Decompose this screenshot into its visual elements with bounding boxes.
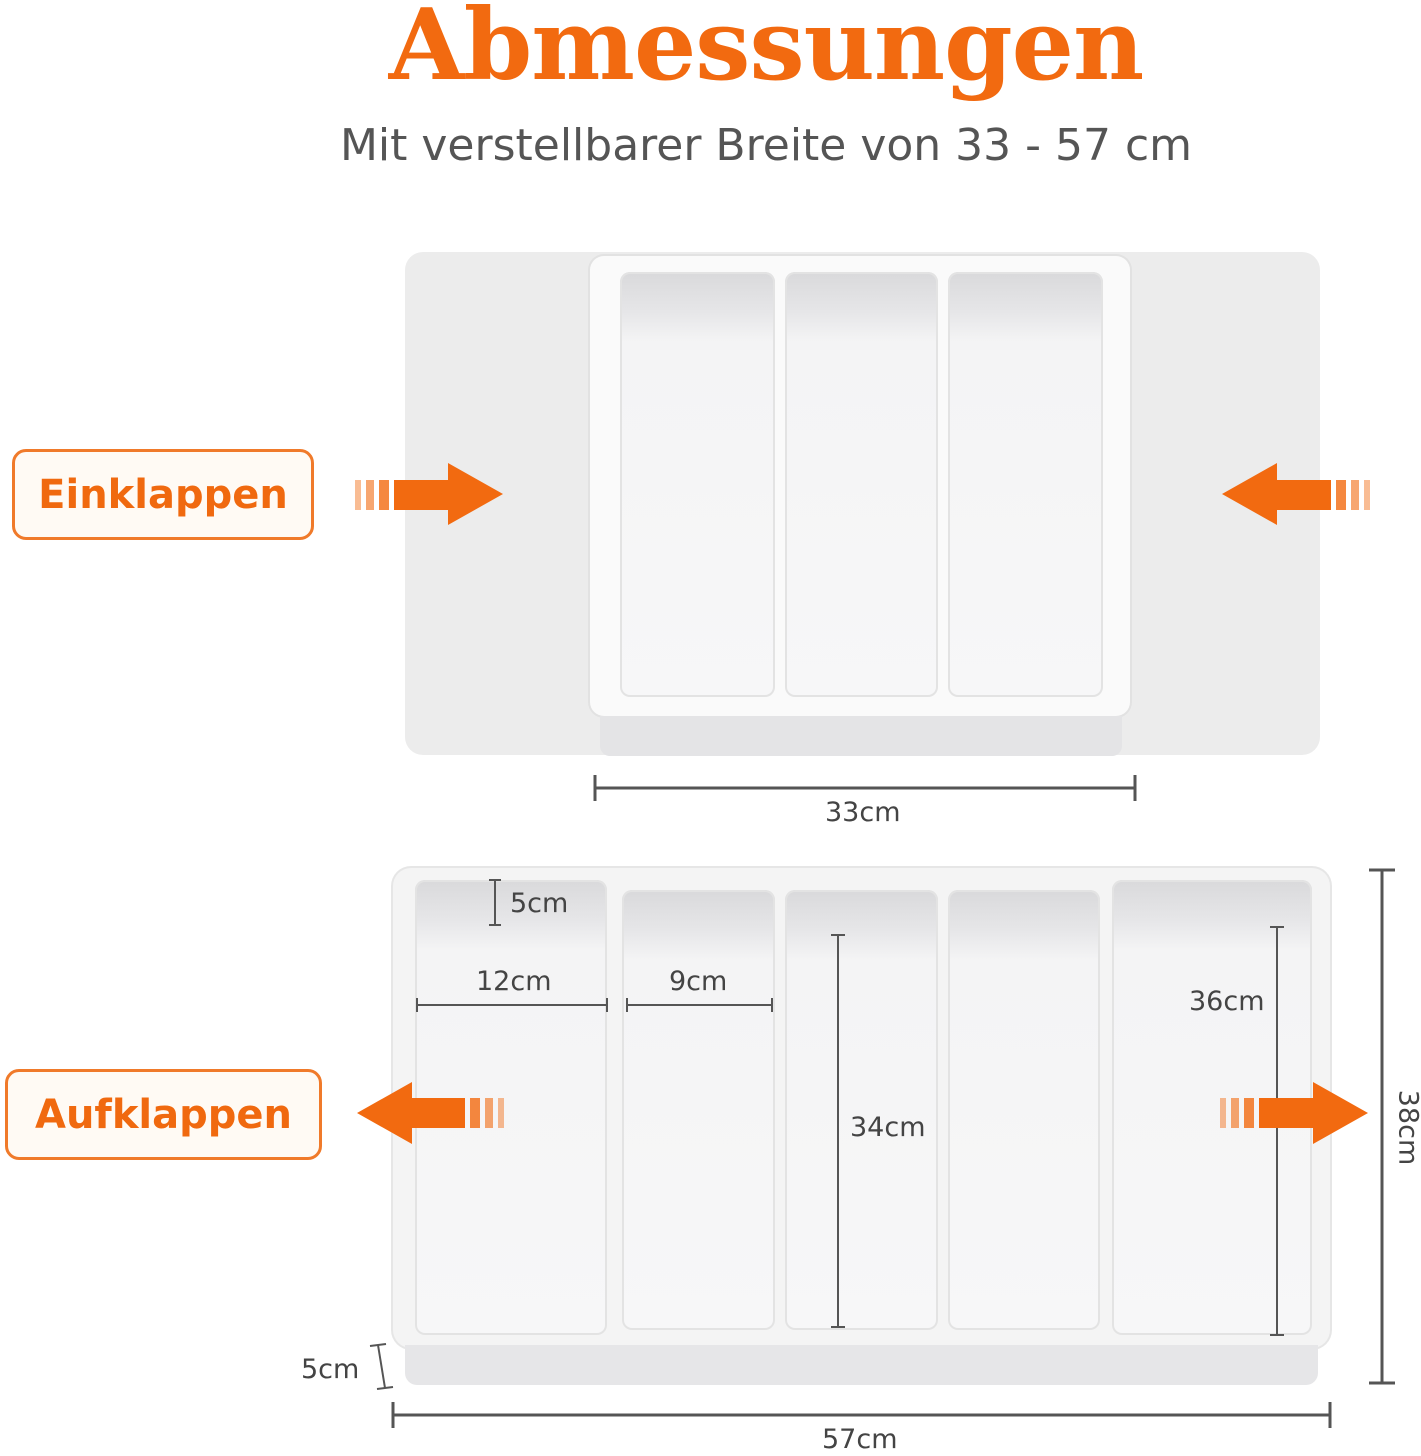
inner-length-label: 34cm	[850, 1112, 926, 1143]
side-length-label: 36cm	[1189, 986, 1265, 1017]
dimension-line-57cm	[391, 1402, 1332, 1428]
dimension-line-5cm-depth	[489, 879, 501, 926]
expand-label: Aufklappen	[5, 1069, 322, 1160]
compartment-width-label: 9cm	[669, 966, 728, 997]
arrow-right-icon	[355, 463, 503, 525]
dimension-line-12cm	[416, 998, 608, 1012]
dimension-line-34cm	[831, 934, 845, 1328]
collapsed-width-label: 33cm	[825, 797, 901, 828]
compartment	[785, 272, 938, 697]
collapsed-tray-base	[600, 716, 1122, 756]
expanded-tray-base	[405, 1345, 1318, 1385]
side-width-label: 12cm	[476, 966, 552, 997]
depth-label: 5cm	[510, 888, 569, 919]
compartment	[948, 890, 1100, 1330]
arrow-left-icon	[357, 1082, 504, 1144]
dimension-line-5cm-height	[369, 1343, 394, 1390]
compartment	[785, 890, 938, 1330]
compartment	[948, 272, 1103, 697]
dimension-line-9cm	[626, 998, 773, 1012]
dimension-line-36cm	[1270, 926, 1284, 1336]
compartment	[620, 272, 775, 697]
collapse-label: Einklappen	[12, 449, 314, 540]
arrow-right-icon	[1220, 1082, 1368, 1144]
page-subtitle: Mit verstellbarer Breite von 33 - 57 cm	[339, 120, 1193, 171]
total-width-label: 57cm	[822, 1424, 898, 1455]
arrow-left-icon	[1222, 463, 1370, 525]
dimension-line-38cm	[1369, 868, 1395, 1385]
page-title: Abmessungen	[388, 0, 1145, 103]
compartment	[622, 890, 775, 1330]
height-label: 5cm	[301, 1354, 360, 1385]
dimension-line-33cm	[593, 775, 1137, 801]
